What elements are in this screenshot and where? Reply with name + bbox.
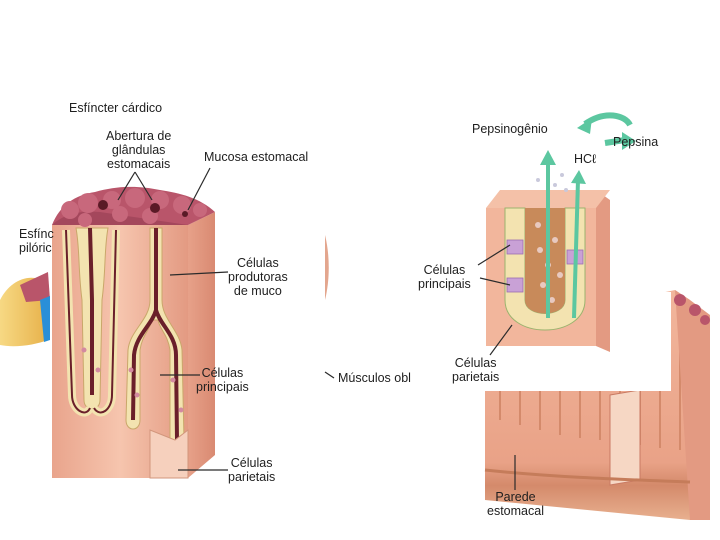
label-celulas-parietais-right-line2: parietais	[452, 370, 499, 384]
label-celulas-muco-line3: de muco	[228, 284, 288, 298]
label-celulas-muco-line2: produtoras	[228, 270, 288, 284]
label-celulas-parietais-right-line1: Células	[452, 356, 499, 370]
label-pepsina: Pepsina	[613, 135, 658, 149]
label-abertura-glandulas: Abertura de glândulas estomacais	[106, 129, 171, 171]
label-abertura-line3: estomacais	[106, 157, 171, 171]
label-abertura-line2: glândulas	[106, 143, 171, 157]
label-celulas-parietais-left: Células parietais	[228, 456, 275, 484]
label-esfincter-cardico: Esfíncter cárdico	[69, 101, 162, 115]
label-parede-line2: estomacal	[487, 504, 544, 518]
gastric-gland-block	[52, 187, 215, 478]
label-celulas-parietais-right: Células parietais	[452, 356, 499, 384]
label-pepsinogenio: Pepsinogênio	[472, 122, 548, 136]
label-mucosa-estomacal: Mucosa estomacal	[204, 150, 308, 164]
musculos-leader	[325, 372, 334, 378]
label-celulas-principais-left-line1: Células	[196, 366, 249, 380]
label-abertura-line1: Abertura de	[106, 129, 171, 143]
label-celulas-principais-right: Células principais	[418, 263, 471, 291]
label-parede-line1: Parede	[487, 490, 544, 504]
label-celulas-muco-line1: Células	[228, 256, 288, 270]
label-esfincter-pilorico-line2: pilóric	[19, 241, 54, 255]
label-celulas-parietais-left-line1: Células	[228, 456, 275, 470]
label-celulas-principais-left-line2: principais	[196, 380, 249, 394]
label-hcl: HCℓ	[574, 152, 596, 166]
label-musculos-obl: Músculos obl	[338, 371, 411, 385]
label-celulas-principais-left: Células principais	[196, 366, 249, 394]
label-parede-estomacal: Parede estomacal	[487, 490, 544, 518]
label-esfincter-pilorico-line1: Esfínc	[19, 227, 54, 241]
label-esfincter-pilorico: Esfínc pilóric	[19, 227, 54, 255]
label-celulas-principais-right-line1: Células	[418, 263, 471, 277]
label-celulas-parietais-left-line2: parietais	[228, 470, 275, 484]
label-celulas-muco: Células produtoras de muco	[228, 256, 288, 298]
label-celulas-principais-right-line2: principais	[418, 277, 471, 291]
muscle-fragment	[325, 235, 329, 300]
pyloric-stomach-fragment	[0, 272, 50, 346]
